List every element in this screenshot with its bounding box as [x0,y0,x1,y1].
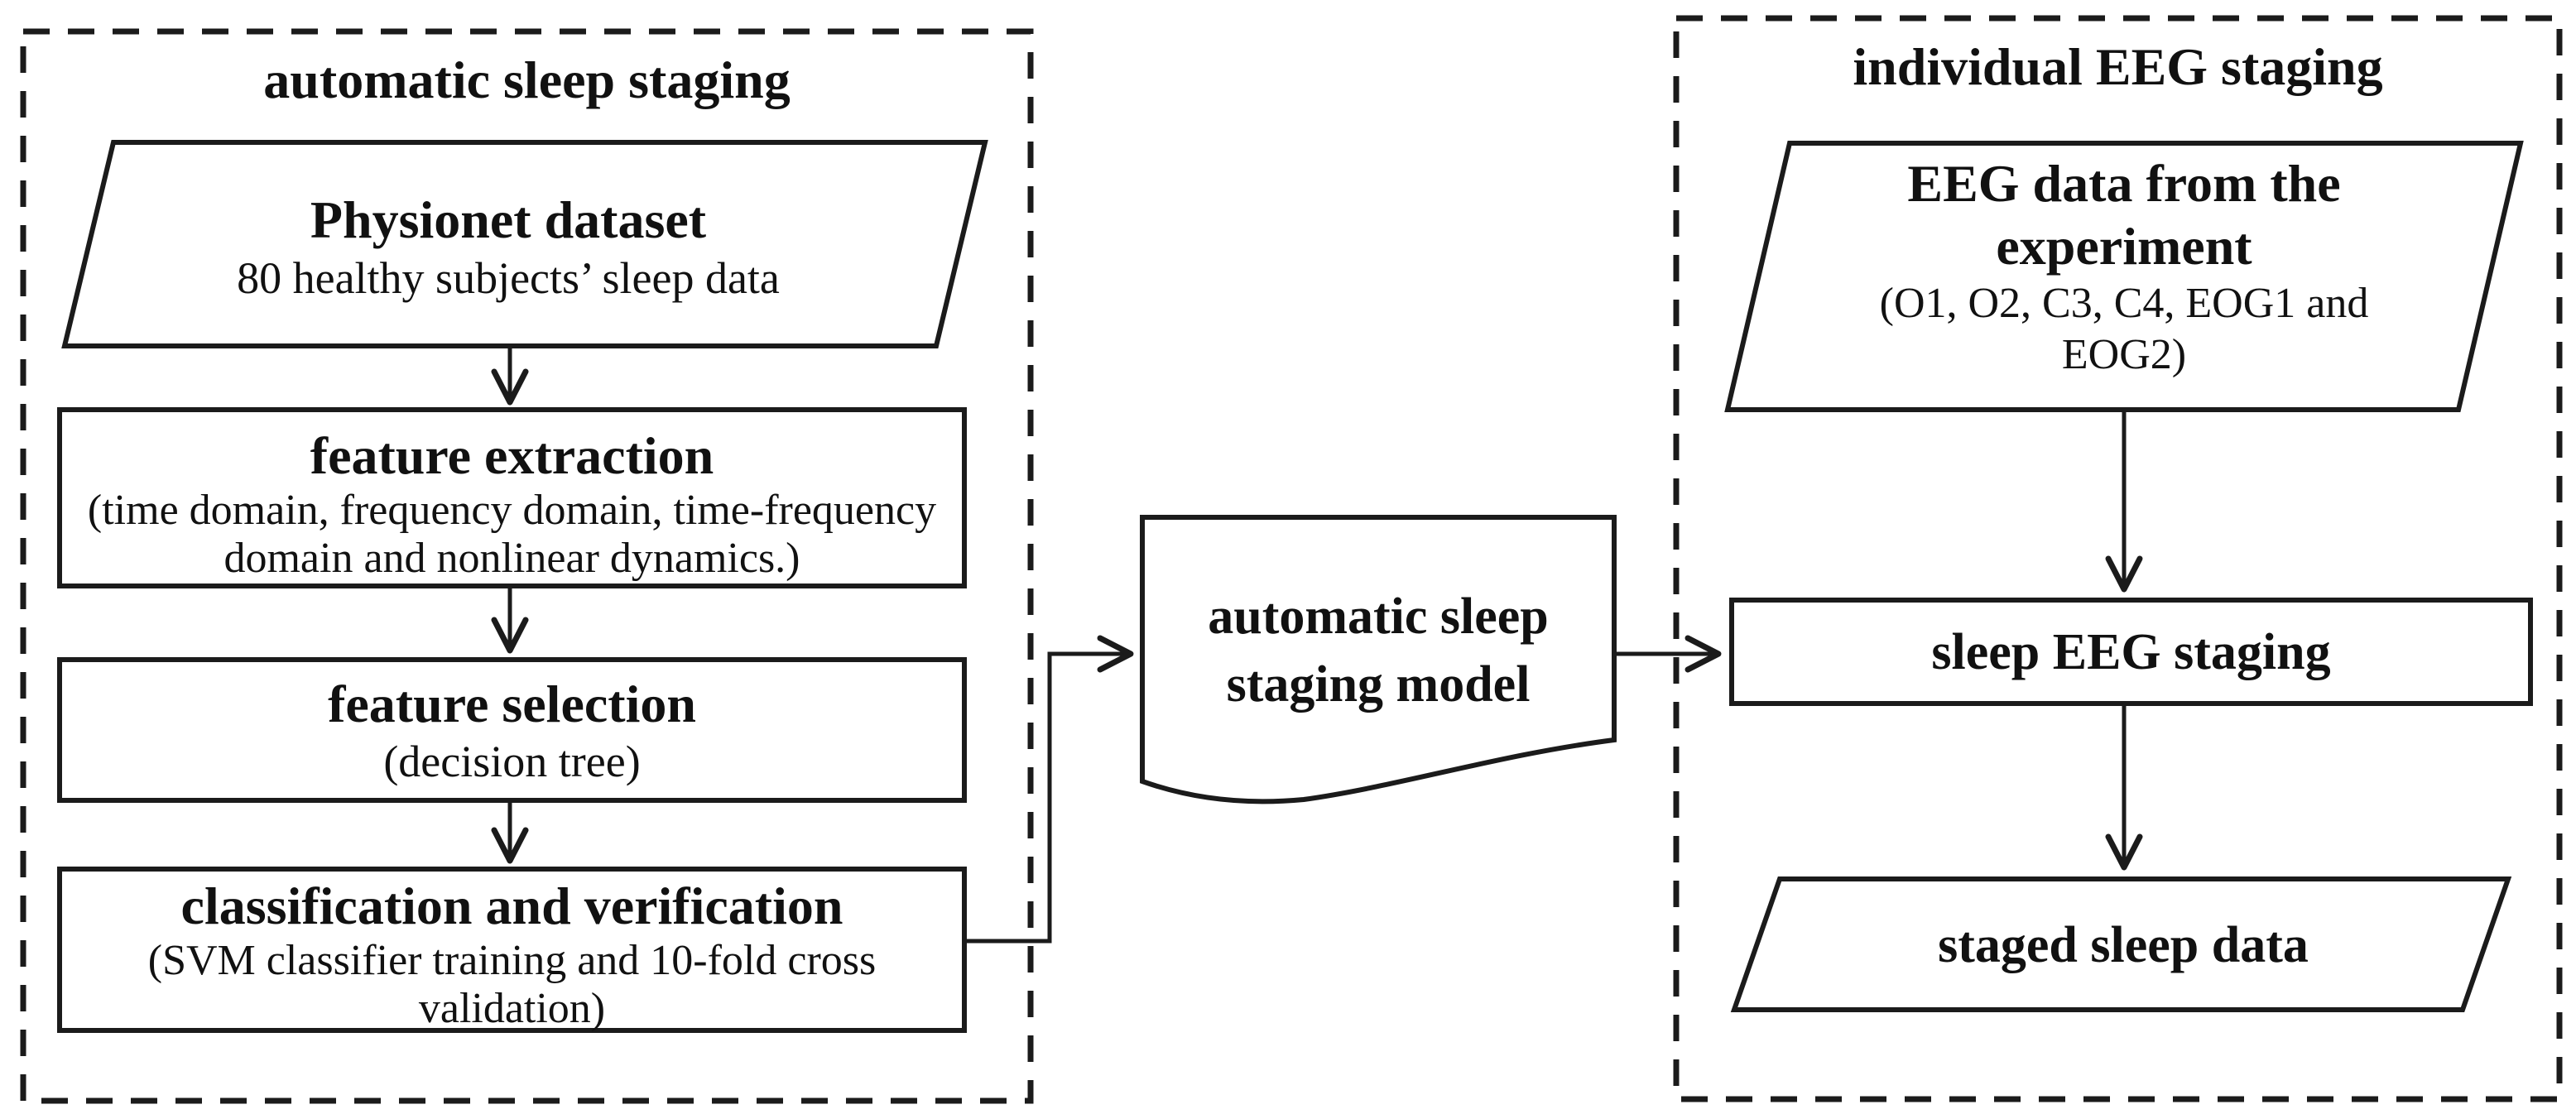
feature-selection-box [57,657,967,803]
eeg-data-label: EEG data from the experiment (O1, O2, C3… [1710,152,2538,381]
staged-sleep-data-parallelogram [1730,876,2512,1012]
elbow-arrow-classification-to-model [964,635,1134,944]
staged-sleep-data-label: staged sleep data [1938,917,2309,973]
sleep-eeg-staging-box [1729,598,2533,706]
eeg-data-subtext-line1: (O1, O2, C3, C4, EOG1 and [1879,280,2369,327]
classification-label: classification and verification (SVM cla… [60,876,964,1033]
feature-extraction-label: feature extraction (time domain, frequen… [60,425,964,583]
eeg-data-parallelogram [1724,141,2524,412]
staging-model-label: automatic sleep staging model [1142,583,1614,718]
staging-model-line2: staging model [1226,656,1531,713]
staging-model-document-shape [1140,515,1617,804]
physionet-dataset-label: Physionet dataset 80 healthy subjects’ s… [70,189,947,305]
feature-extraction-box [57,407,967,588]
eeg-data-heading-line1: EEG data from the [1907,154,2341,213]
physionet-subtext: 80 healthy subjects’ sleep data [237,253,780,303]
physionet-heading: Physionet dataset [310,190,707,249]
feature-extraction-heading: feature extraction [310,426,714,485]
eeg-data-heading-line2: experiment [1996,217,2252,276]
feature-selection-subtext: (decision tree) [383,737,641,786]
left-group-border [20,28,1034,1104]
feature-extraction-subtext-line1: (time domain, frequency domain, time-fre… [87,487,937,534]
physionet-dataset-parallelogram [61,140,988,348]
feature-selection-heading: feature selection [328,675,696,733]
classification-subtext-line2: validation) [418,985,606,1032]
right-group-title: individual EEG staging [1853,37,2383,96]
left-group-title: automatic sleep staging [263,50,791,109]
classification-box [57,867,967,1033]
classification-subtext-line1: (SVM classifier training and 10-fold cro… [147,937,877,984]
staging-model-line1: automatic sleep [1208,588,1549,645]
feature-selection-label: feature selection (decision tree) [60,674,964,788]
eeg-data-subtext-line2: EOG2) [2061,331,2187,378]
feature-extraction-subtext-line2: domain and nonlinear dynamics.) [223,535,800,582]
classification-heading: classification and verification [180,876,843,935]
sleep-eeg-staging-label: sleep EEG staging [1931,624,2331,680]
